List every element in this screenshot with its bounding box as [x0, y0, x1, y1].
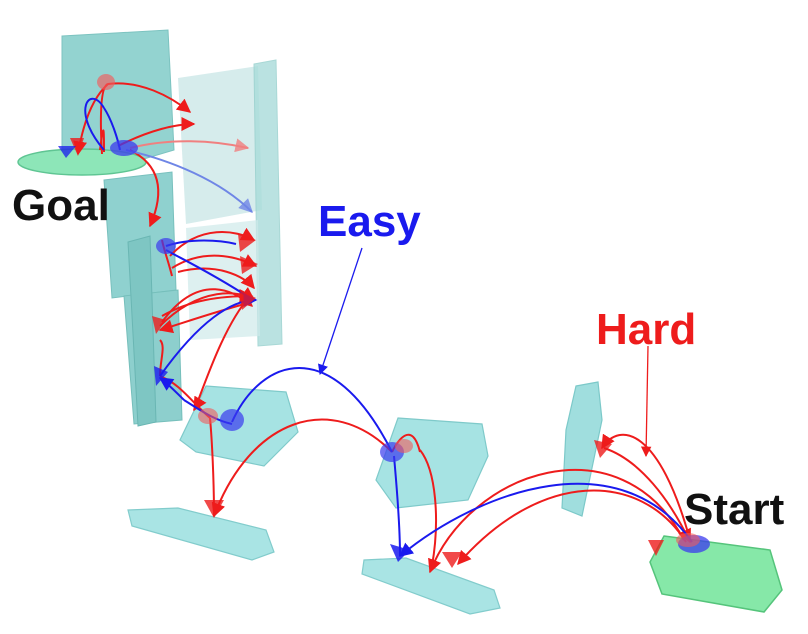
easy-arc-9 — [125, 149, 253, 213]
hard-arc-tower-5 — [129, 149, 162, 228]
easy-cone-mid — [390, 544, 410, 562]
hard-cone-tower-2 — [240, 256, 258, 274]
hard-arc-mid-1 — [419, 449, 437, 567]
hard-contact-start — [676, 533, 700, 547]
easy-label: Easy — [318, 197, 421, 246]
hard-contact-mid — [395, 439, 413, 453]
goal-label: Goal — [12, 181, 110, 230]
hard-cone-tower — [238, 234, 256, 252]
hard-arc-goal-5 — [99, 129, 105, 153]
hard-arc-start-4 — [428, 469, 685, 574]
tower-wall-side — [127, 235, 157, 427]
hard-cone-start — [594, 440, 612, 458]
hard-arc-goal-6 — [129, 138, 250, 153]
easy-arc-1 — [398, 482, 693, 557]
easy-contact-goal — [110, 140, 138, 156]
hard-arc-goal-2 — [107, 82, 192, 113]
platform-middle-upper — [375, 417, 489, 509]
hard-cone-left-2 — [240, 290, 256, 310]
easy-contact-left — [220, 409, 244, 431]
hard-cone-left — [204, 500, 224, 518]
hard-contact-left — [198, 408, 218, 424]
hard-cone-mid — [442, 552, 462, 568]
easy-pointer-line — [318, 247, 363, 375]
hard-pointer-line — [640, 345, 652, 458]
hard-arc-tower-3 — [177, 267, 255, 290]
easy-arc-2 — [393, 455, 401, 557]
easy-cone-left — [154, 366, 168, 386]
hard-contact-goal — [97, 74, 115, 90]
ghost-wall-upper — [178, 66, 262, 224]
platform-right-pillar — [561, 381, 603, 517]
hard-arc-mid-3 — [211, 418, 393, 518]
hard-cone-left-3 — [152, 316, 166, 334]
hard-cone-goal — [70, 138, 84, 156]
platform-left-lower — [127, 507, 275, 561]
hard-arc-left-6 — [158, 301, 253, 334]
platform-middle-lower — [361, 557, 501, 615]
start-pad — [649, 535, 783, 613]
easy-arc-10 — [84, 97, 105, 151]
hard-cone-start-2 — [648, 540, 664, 556]
tower-structure — [61, 29, 283, 427]
start-label: Start — [684, 485, 785, 534]
easy-cone-goal — [58, 146, 76, 158]
hard-arc-tower-1 — [169, 227, 256, 257]
contact-markers — [58, 74, 710, 568]
easy-arc-3 — [231, 367, 393, 453]
hard-label: Hard — [596, 305, 697, 354]
hard-arc-left-8 — [193, 295, 251, 412]
hard-arc-start-2 — [603, 447, 691, 544]
hard-arc-start-3 — [457, 489, 687, 566]
easy-contact-tower — [156, 238, 176, 254]
hard-arc-start-1 — [601, 433, 691, 541]
